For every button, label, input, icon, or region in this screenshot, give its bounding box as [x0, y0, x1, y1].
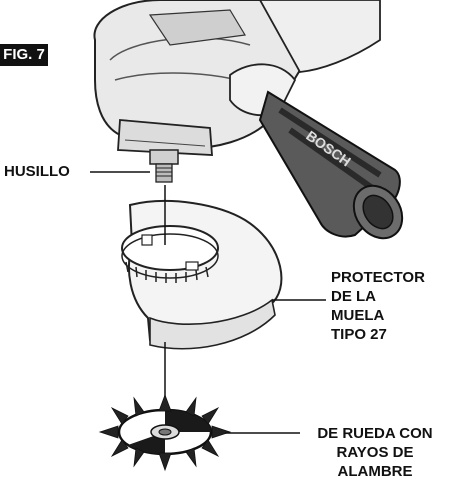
guard-label: PROTECTOR DE LA MUELA TIPO 27	[331, 268, 425, 344]
wire-wheel	[98, 393, 232, 472]
figure-badge: FIG. 7	[0, 44, 48, 66]
guard-label-line: MUELA	[331, 307, 385, 324]
guard-label-line: PROTECTOR	[331, 269, 425, 286]
wheel-label-line: ALAMBRE	[337, 463, 413, 480]
spindle-thread	[155, 163, 173, 183]
wheel-label-line: RAYOS DE	[336, 444, 414, 461]
wire-wheel-label: DE RUEDA CON RAYOS DE ALAMBRE	[298, 424, 452, 481]
angle-grinder-body	[93, 0, 381, 183]
type-27-guard	[121, 200, 283, 350]
guard-label-line: DE LA	[331, 288, 376, 305]
spindle-label: HUSILLO	[4, 163, 70, 180]
side-handle: BOSCH	[229, 63, 404, 240]
wheel-label-line: DE RUEDA CON	[317, 425, 433, 442]
guard-label-line: TIPO 27	[331, 326, 387, 343]
